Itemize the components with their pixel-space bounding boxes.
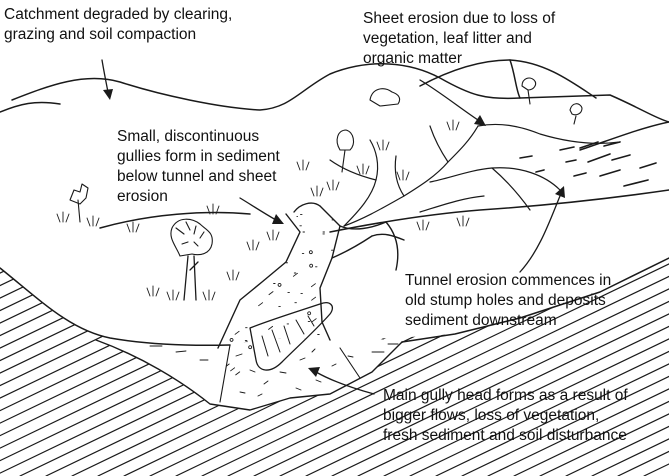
label-tunnel-erosion: Tunnel erosion commences in old stump ho… bbox=[405, 271, 611, 331]
label-sheet-erosion: Sheet erosion due to loss of vegetation,… bbox=[363, 9, 555, 69]
hill-outlines bbox=[0, 60, 669, 232]
label-main-gully-head: Main gully head forms as a result of big… bbox=[383, 386, 628, 446]
tunnel-holes bbox=[520, 142, 656, 186]
label-catchment: Catchment degraded by clearing, grazing … bbox=[4, 5, 232, 45]
label-discontinuous-gullies: Small, discontinuous gullies form in sed… bbox=[117, 127, 280, 207]
sediment-gullies bbox=[218, 203, 404, 348]
